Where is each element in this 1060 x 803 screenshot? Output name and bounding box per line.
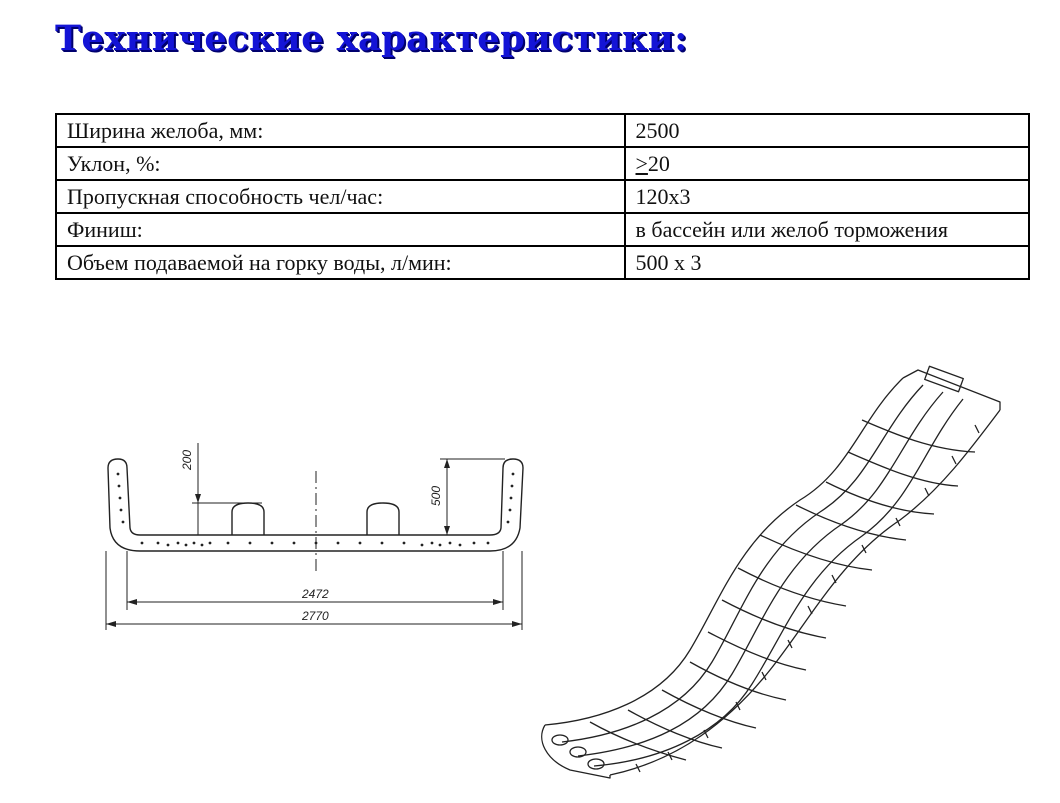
table-row: Объем подаваемой на горку воды, л/мин: 5… [55,245,1030,280]
profile-dots [116,472,515,547]
spec-value: 500 х 3 [623,245,1030,280]
page-title: Технические характеристики: [55,18,688,59]
table-row: Финиш: в бассейн или желоб торможения [55,212,1030,247]
dim-label-2770: 2770 [301,609,329,623]
spec-label: Ширина желоба, мм: [55,113,626,148]
cross-section-drawing [105,443,524,630]
table-row: Уклон, %: >20 [55,146,1030,181]
spec-value: 2500 [623,113,1030,148]
spec-value: в бассейн или желоб торможения [623,212,1030,247]
dim-label-200: 200 [180,450,194,471]
specs-table: Ширина желоба, мм: 2500 Уклон, %: >20 Пр… [55,113,1030,280]
table-row: Пропускная способность чел/час: 120х3 [55,179,1030,214]
slide-isometric-drawing [541,365,1001,779]
spec-label: Финиш: [55,212,626,247]
spec-value-number: 20 [647,151,670,176]
spec-value: >20 [623,146,1030,181]
dim-label-2472: 2472 [301,587,329,601]
dim-label-500: 500 [429,486,443,506]
spec-label: Объем подаваемой на горку воды, л/мин: [55,245,626,280]
table-row: Ширина желоба, мм: 2500 [55,113,1030,148]
spec-value: 120х3 [623,179,1030,214]
spec-value-prefix: > [635,151,648,176]
spec-label: Пропускная способность чел/час: [55,179,626,214]
spec-label: Уклон, %: [55,146,626,181]
